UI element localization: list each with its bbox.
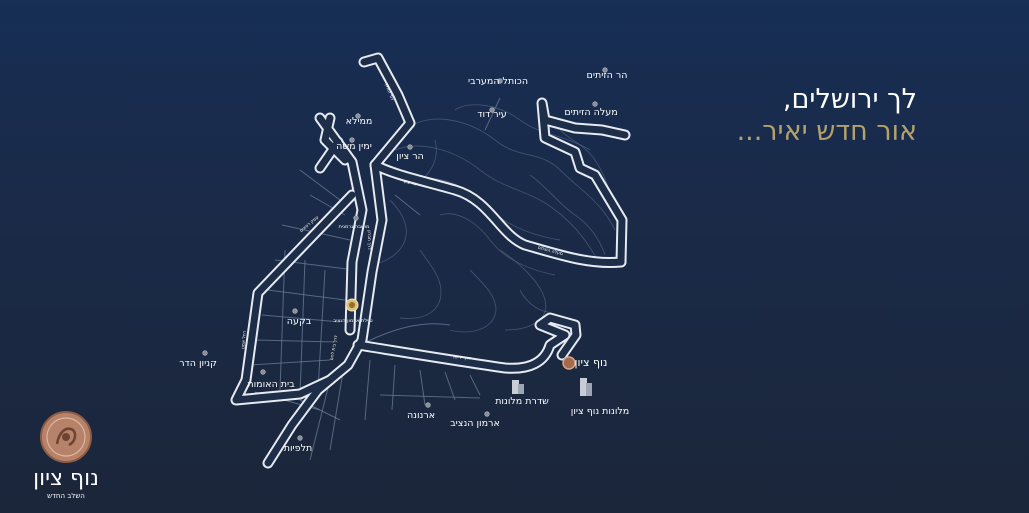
- label-sderat-hamalonot: שדרת מלונות: [495, 396, 549, 407]
- label-beit-haumot: בית האומות: [247, 379, 295, 390]
- label-baka: בקעה: [287, 316, 312, 327]
- marker-moshava: [353, 215, 359, 221]
- street-grid: [249, 97, 501, 461]
- road-label-derech-hevron: דרך חברון: [366, 230, 371, 250]
- building-icon-sderat-hamalonot: [512, 380, 524, 394]
- headline-line-2: אור חדש יאיר...: [736, 116, 917, 147]
- headline-line-1: לך ירושלים,: [782, 84, 917, 115]
- label-kanyon-hadar: קניון הדר: [179, 358, 217, 369]
- label-armon-hanatziv: ארמון הנציב: [450, 418, 500, 429]
- marker-arnona: [425, 402, 431, 408]
- marker-mamila: [355, 113, 361, 119]
- label-tayelet: טיילת ארמון הנציב: [333, 318, 372, 324]
- label-nof-zion: נוף ציון: [575, 356, 608, 369]
- logo-name: נוף ציון: [33, 466, 99, 491]
- marker-armon-hanatziv: [484, 411, 490, 417]
- marker-har-zion: [407, 144, 413, 150]
- place-markers: [202, 67, 608, 441]
- headline: לך ירושלים, אור חדש יאיר...: [737, 84, 917, 148]
- coin-emblem-icon: [40, 411, 92, 463]
- road-label-rachel-imenu: רחל אמנו: [241, 330, 248, 349]
- nof-zion-marker: [562, 356, 576, 370]
- road-label-maale-hashalom: מעלה השלום: [537, 246, 563, 257]
- main-roads: [230, 52, 631, 469]
- nof-zion-logo: נוף ציון השלב החדש: [26, 410, 106, 501]
- label-yemin-moshe: ימין משה: [336, 141, 372, 152]
- label-moshava: מושבה גרמנית: [339, 224, 370, 230]
- label-arnona: ארנונה: [407, 410, 435, 421]
- label-har-hazeitim: הר הזיתים: [587, 70, 628, 81]
- label-har-zion: הר ציון: [396, 151, 424, 162]
- label-mamila: ממילא: [346, 116, 373, 127]
- label-malonot-nof-zion: מלונות נוף ציון: [571, 406, 630, 417]
- marker-baka: [292, 308, 298, 314]
- logo-tagline: השלב החדש: [47, 492, 85, 500]
- building-icon-malonot-nof-zion: [580, 378, 592, 396]
- place-labels: הר הזיתים הכותל המערבי עיר דוד מעלה הזית…: [179, 70, 629, 454]
- road-label-har-zion: הר ציון: [403, 179, 417, 187]
- hotel-building-icons: [512, 378, 592, 396]
- marker-ir-david: [489, 107, 495, 113]
- road-label-jericho-road: דרך יריחו: [453, 355, 471, 362]
- marker-kanyon-hadar: [202, 350, 208, 356]
- marker-talpiot: [297, 435, 303, 441]
- tayelet-medallion-icon: [345, 298, 359, 312]
- label-maale-hazeitim: מעלה הזיתים: [564, 107, 617, 118]
- road-label-derech-beit-lechem: דרך בית לחם: [330, 334, 339, 360]
- label-hakotel: הכותל המערבי: [468, 76, 528, 87]
- marker-hakotel: [497, 78, 503, 84]
- marker-har-hazeitim: [602, 67, 608, 73]
- marker-maale-hazeitim: [592, 101, 598, 107]
- road-label-king-david: דוד המלך: [383, 82, 394, 102]
- label-ir-david: עיר דוד: [477, 109, 506, 120]
- terrain-contours: [371, 104, 616, 333]
- marker-yemin-moshe: [349, 137, 355, 143]
- marker-beit-haumot: [260, 369, 266, 375]
- label-talpiot: תלפיות: [284, 443, 313, 454]
